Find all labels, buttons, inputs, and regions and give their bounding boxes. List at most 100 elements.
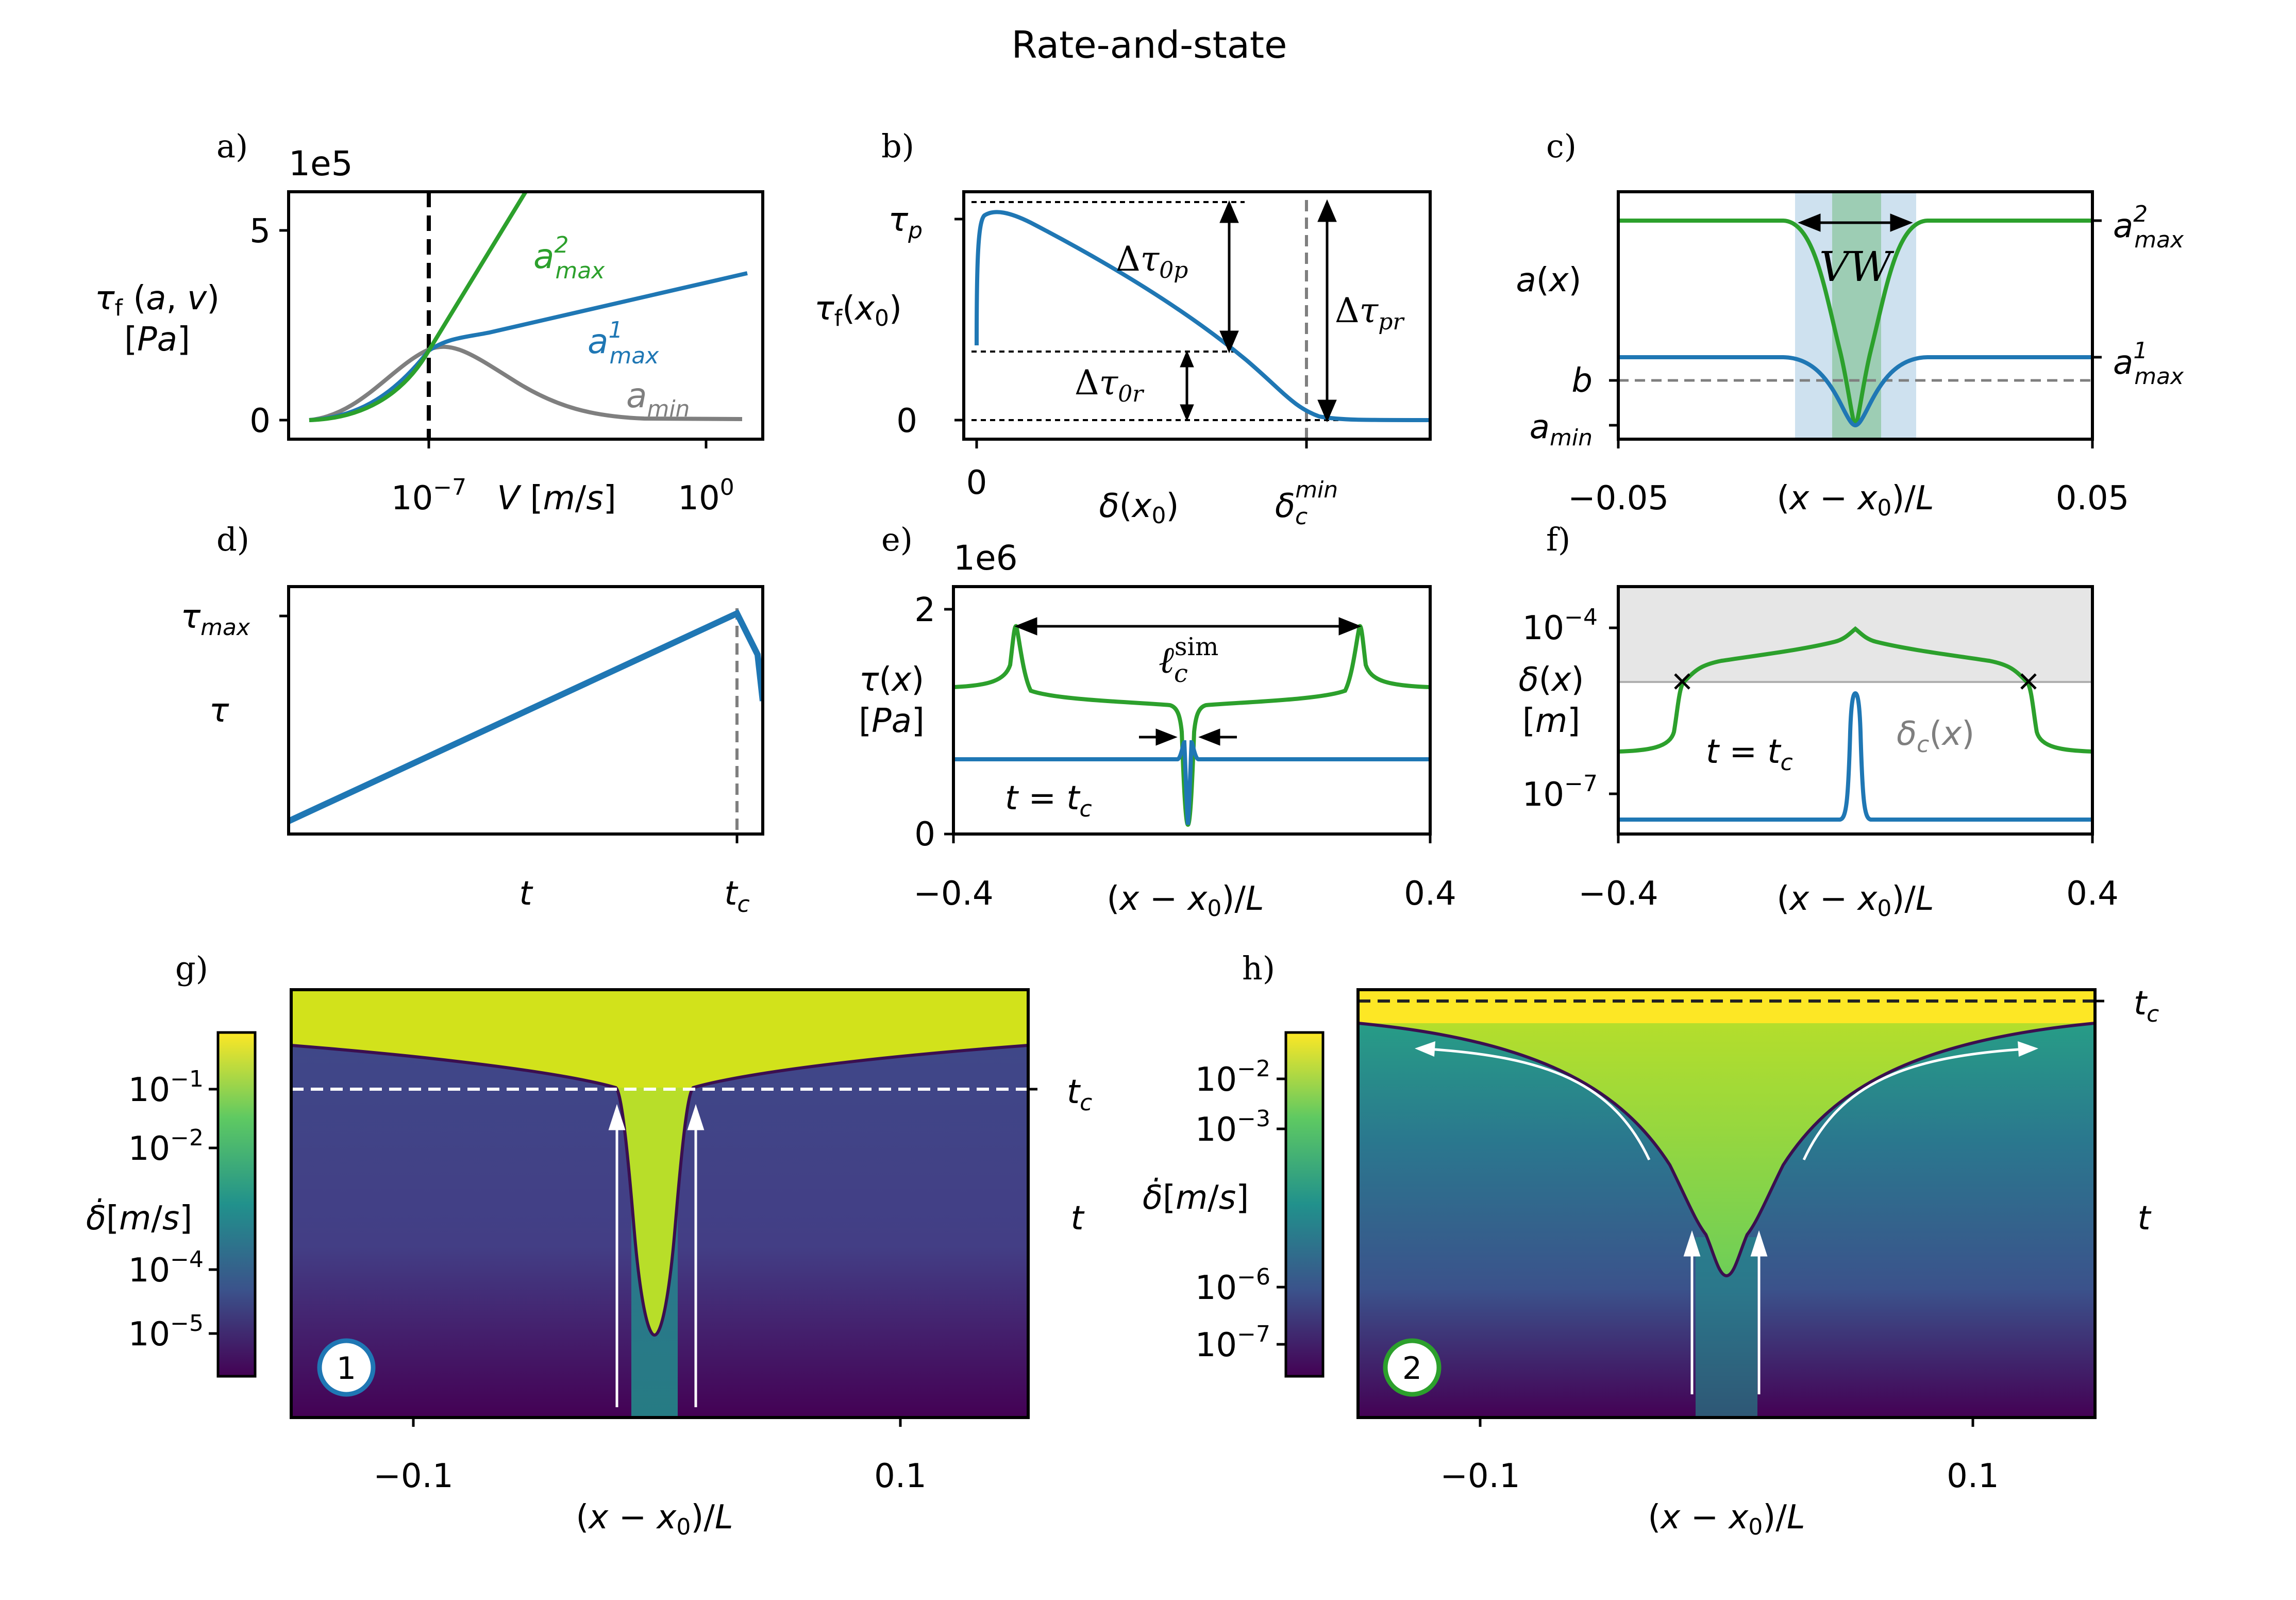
panel-b-xtick-0: 0	[966, 464, 987, 502]
panel-f-ytick-7: 10−7	[1522, 771, 1598, 814]
panel-a-offset: 1e5	[289, 144, 353, 184]
panel-f-ytick-4: 10−4	[1522, 604, 1598, 647]
panel-e-ann-lc: ℓcsim	[1159, 632, 1218, 688]
panel-e: 1e6 ℓcsim t = tc 2 0 τ(x)[Pa] −0.4 0.4	[859, 538, 1456, 922]
panel-h-badge-circle	[1383, 1338, 1442, 1397]
panel-h-badge: 2	[1402, 1351, 1422, 1387]
panel-d-ytick-taumax: τmax	[181, 598, 250, 641]
panel-g-tc: tc	[1067, 1073, 1092, 1116]
panel-f-shade	[1618, 587, 2092, 682]
panel-f-xlabel: (x − x0)/L	[1777, 880, 1934, 922]
panel-e-xtick-pos: 0.4	[1404, 875, 1456, 913]
panel-g-cbar-tick-1: 10−1	[128, 1066, 204, 1109]
figure-title: Rate-and-state	[1012, 23, 1287, 66]
panel-e-xlabel: (x − x0)/L	[1107, 880, 1264, 922]
panel-d: τmax τ t tc	[181, 585, 764, 918]
panel-g-xlabel: (x − x0)/L	[576, 1498, 733, 1540]
panel-h-cbar-tick-3: 10−3	[1195, 1106, 1270, 1149]
series-b	[975, 210, 1430, 422]
panel-a: 1e5 0 5 10−7 100 V [m/s] τf (a, v)[Pa] a…	[95, 144, 764, 518]
panel-g-frame	[290, 988, 1030, 1419]
panel-e-offset: 1e6	[953, 538, 1018, 578]
panel-d-xtick-tc: tc	[724, 875, 749, 918]
panel-b-ytick-taup: τp	[889, 201, 923, 244]
panel-c-xlabel: (x − x0)/L	[1777, 479, 1934, 521]
panel-h-frame	[1356, 988, 2097, 1419]
panel-h-cbar-tick-6: 10−6	[1195, 1264, 1270, 1307]
panel-b-ylabel: τf(x0)	[814, 290, 902, 331]
panel-h-ylabel: t	[2137, 1199, 2152, 1238]
panel-c-ann-vw: VW	[1819, 243, 1895, 291]
panel-a-ylabel: τf (a, v)[Pa]	[95, 279, 220, 359]
panel-b-xlabel: δ(x0)	[1099, 487, 1179, 529]
panel-h-cbar-tick-7: 10−7	[1195, 1321, 1270, 1364]
panel-g: 10−1 10−2 10−4 10−5 δ̇[m/s] 1 tc t −	[86, 988, 1092, 1540]
panel-h-top-band	[1358, 990, 2095, 1023]
panel-h-xtick-pos: 0.1	[1947, 1457, 1999, 1495]
panel-label-c: c)	[1546, 127, 1577, 165]
panel-e-ytick-2: 2	[914, 591, 935, 629]
panel-d-xlabel: t	[519, 875, 533, 913]
panel-f-xtick-pos: 0.4	[2066, 875, 2119, 913]
panel-h-fan	[1358, 1020, 2095, 1276]
panel-g-cbar-label: δ̇[m/s]	[86, 1197, 192, 1238]
panel-f-frame	[1617, 585, 2094, 836]
panel-g-cbar-tick-4: 10−4	[128, 1246, 204, 1290]
panel-h-cbar-tick-2: 10−2	[1195, 1056, 1270, 1099]
panel-h-cbar-label: δ̇[m/s]	[1143, 1177, 1249, 1217]
series-f-green	[1618, 626, 2092, 754]
panel-label-e: e)	[881, 521, 913, 558]
panel-e-ann-ttc: t = tc	[1005, 779, 1092, 822]
panel-f: t = tc δc(x) 10−4 10−7 δ(x)[m] −0.4 0.4 …	[1519, 585, 2119, 922]
panel-c-ylabel: a(x)	[1516, 261, 1581, 299]
panel-c-vw-band	[1795, 192, 1916, 439]
panel-c-ytick-amin: amin	[1530, 408, 1593, 451]
series-e-blue	[953, 740, 1430, 825]
panel-d-ylabel: τ	[209, 692, 229, 730]
panel-a-xtick-2: 100	[678, 474, 734, 518]
panel-e-frame	[952, 585, 1432, 836]
panel-g-cbar-tick-5: 10−5	[128, 1310, 204, 1354]
legend-a-min: amin	[626, 376, 690, 422]
panel-c-xtick-neg: −0.05	[1568, 479, 1669, 518]
panel-h-colorbar	[1284, 1031, 1325, 1378]
panel-g-front-inner	[616, 1088, 693, 1335]
panel-f-ylabel: δ(x)[m]	[1519, 661, 1584, 740]
panel-e-ytick-0: 0	[914, 815, 935, 854]
panel-g-contour	[291, 1044, 1028, 1337]
series-c-max1	[1618, 355, 2092, 428]
panel-label-d: d)	[216, 521, 249, 558]
series-a-min	[309, 344, 743, 422]
panel-g-colorbar	[216, 1031, 257, 1378]
panel-g-ylabel: t	[1070, 1199, 1085, 1238]
panel-g-xtick-pos: 0.1	[874, 1457, 927, 1495]
panel-label-g: g)	[175, 949, 208, 987]
panel-f-xtick-neg: −0.4	[1578, 875, 1658, 913]
panel-f-ann-dc: δc(x)	[1897, 715, 1974, 758]
panel-b-ann-dtpr: Δτpr	[1335, 291, 1405, 335]
panel-h-tc: tc	[2134, 985, 2159, 1027]
panel-g-xtick-neg: −0.1	[373, 1457, 453, 1495]
series-a-max2	[309, 192, 528, 422]
panel-c-xtick-pos: 0.05	[2056, 479, 2130, 518]
panel-c-ytick-b: b	[1571, 362, 1593, 400]
panel-label-a: a)	[216, 127, 248, 165]
series-d	[289, 609, 763, 824]
panel-labels: a) b) c) d) e) f) g) h)	[175, 127, 1577, 987]
panel-label-b: b)	[881, 127, 914, 165]
series-f-blue	[1618, 691, 2092, 822]
panel-b-ytick-0: 0	[896, 402, 917, 440]
panel-h-xlabel: (x − x0)/L	[1648, 1498, 1805, 1540]
panel-g-badge: 1	[337, 1351, 356, 1387]
panel-e-xtick-neg: −0.4	[913, 875, 993, 913]
panel-b-frame	[962, 190, 1432, 441]
panel-c-frame	[1617, 190, 2094, 441]
panel-a-frame	[287, 190, 764, 441]
panel-d-frame	[287, 585, 764, 836]
panel-h-contour	[1358, 1022, 2095, 1278]
